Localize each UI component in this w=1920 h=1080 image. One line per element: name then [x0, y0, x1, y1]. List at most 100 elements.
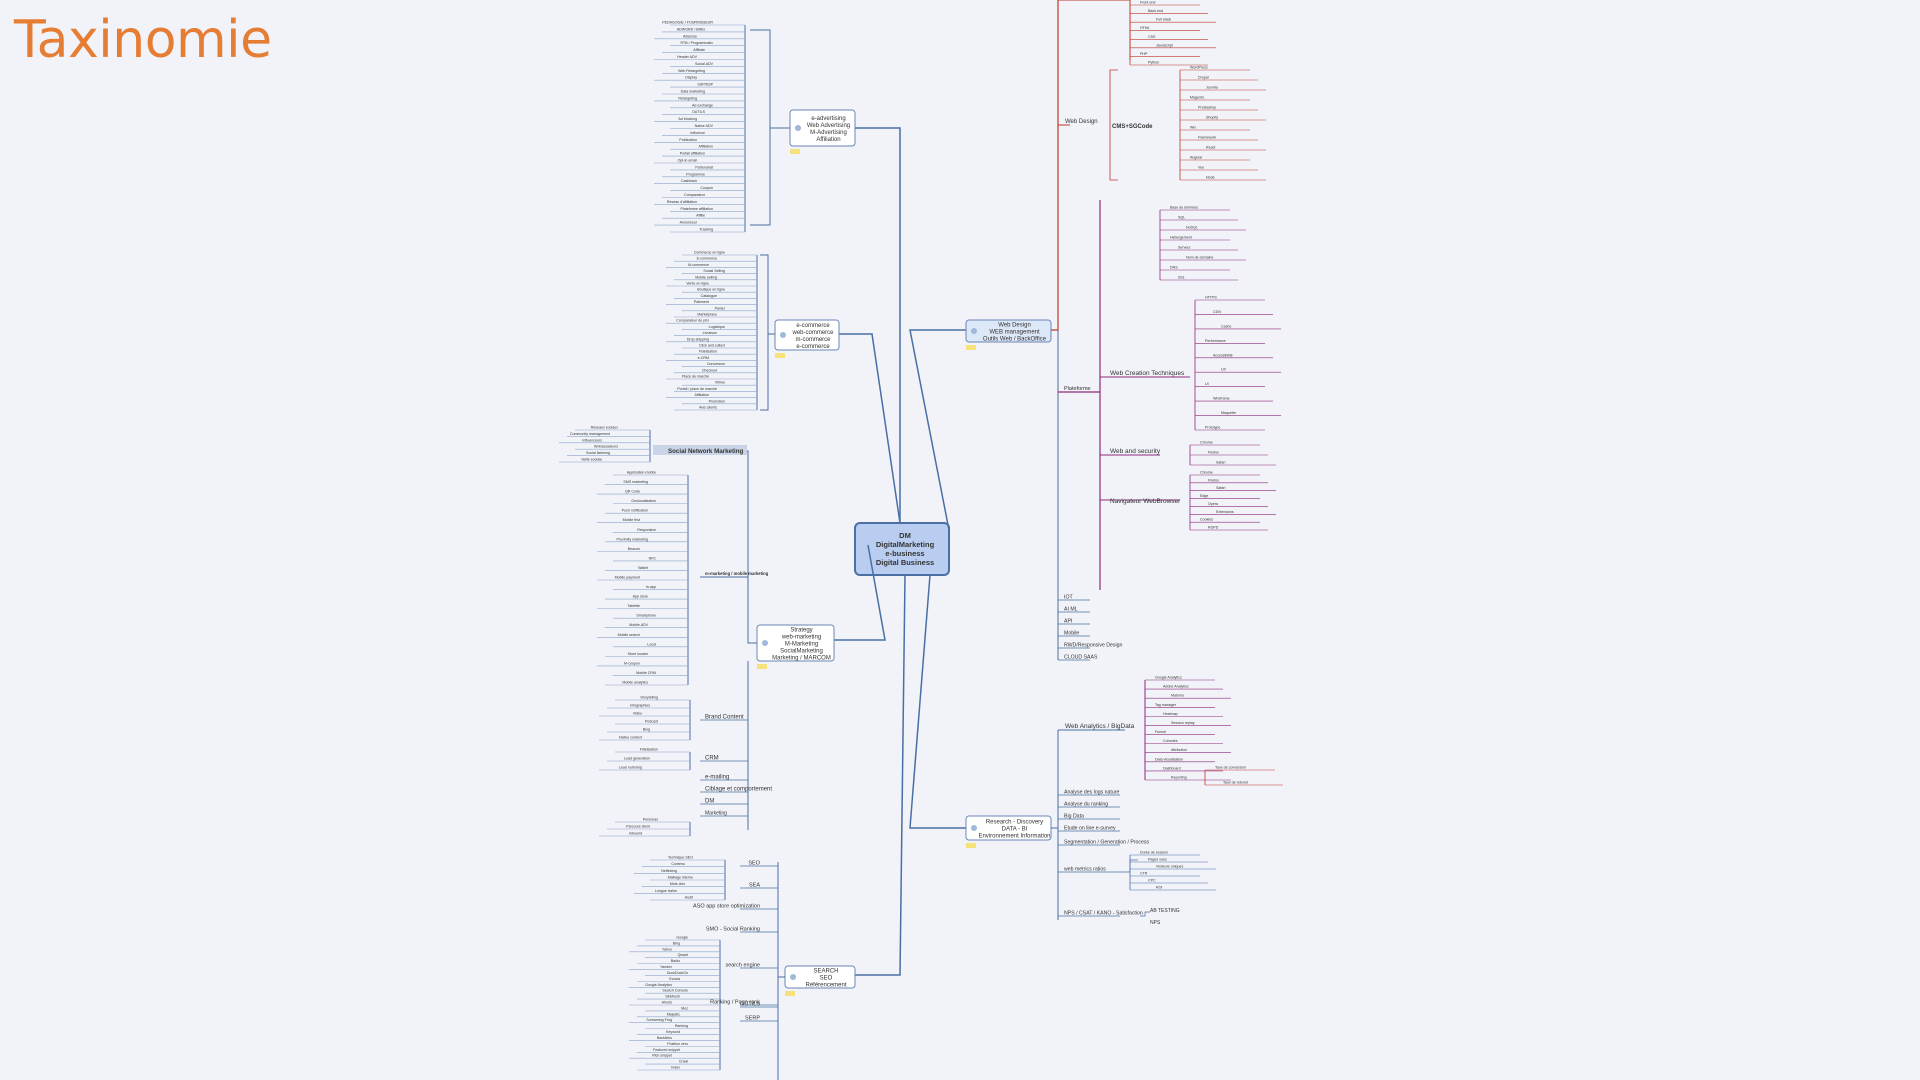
brand-leaf: Vidéo	[633, 712, 642, 716]
com-leaf: Affiliation	[694, 393, 709, 397]
branch-advertising-line: Affiliation	[816, 137, 840, 143]
outilsleaf-leaf: Ahrefs	[662, 1001, 673, 1005]
webtop-leaf: Python	[1148, 61, 1159, 65]
mobile-leaf: Application mobile	[627, 471, 656, 475]
ciblage-label: Ciblage et comportement	[705, 787, 772, 793]
platform-a-leaf: SQL	[1178, 216, 1185, 220]
adv-leaf: RTB / Programmatic	[681, 41, 714, 45]
cloud-label: CLOUD SAAS	[1064, 655, 1098, 661]
analyse-ranking-label: Analyse du ranking	[1064, 802, 1108, 808]
webmid-leaf: Framework	[1198, 136, 1216, 140]
adv-leaf: Affilié	[696, 214, 705, 218]
webmid-leaf: React	[1206, 146, 1215, 150]
com-leaf: Portail / place de marché	[677, 387, 717, 391]
ai-ml-label: AI ML	[1064, 607, 1078, 613]
adv-leaf: Affiliation	[698, 145, 713, 149]
brand-content-label: Brand Content	[705, 715, 744, 721]
com-leaf: Conversion	[707, 362, 725, 366]
browser-leaf: Firefox	[1208, 478, 1219, 482]
api-label: API	[1064, 619, 1072, 625]
outilsleaf-leaf: Yahoo	[662, 947, 672, 951]
adv-bottom-line	[750, 128, 771, 226]
note-icon	[775, 353, 785, 358]
mobile-leaf: NFC	[649, 556, 657, 560]
adv-leaf: Adsense	[683, 34, 697, 38]
aso-label: ASO app store optimization	[693, 904, 760, 910]
adv-leaf: Publication	[679, 138, 697, 142]
brand-leaf: Podcast	[645, 720, 658, 724]
ab-testing-label: AB TESTING	[1150, 908, 1180, 914]
center-label: DM	[899, 531, 911, 540]
branch-commerce-line: e-commerce	[796, 323, 830, 329]
branch-line-strategy	[834, 544, 886, 641]
platform-a-leaf: Hébergement	[1170, 236, 1192, 240]
branch-webdesign-line: Outils Web / BackOffice	[983, 337, 1047, 343]
cms-label: CMS+SGCode	[1112, 124, 1153, 130]
branch-advertising-line: M-Advertising	[810, 130, 847, 136]
branch-strategy-line: Marketing / MARCOM	[772, 656, 831, 662]
analytics-leaf: Heatmap	[1163, 712, 1178, 716]
note-icon	[966, 345, 976, 350]
analytics-leaf: Cohortes	[1163, 739, 1178, 743]
mobile-leaf: QR Code	[625, 490, 640, 494]
mobile-leaf: Mobile ADV	[629, 623, 648, 627]
big-data-label: Big Data	[1064, 814, 1084, 820]
adv-leaf: Data marketing	[681, 90, 705, 94]
adv-leaf: Web Retargeting	[678, 69, 705, 73]
node-icon	[762, 640, 768, 646]
nps-label: NPS	[1150, 920, 1161, 926]
node-icon	[795, 125, 801, 131]
adv-top-line	[750, 29, 790, 129]
branch-analytics-line: Research - Discovery	[986, 820, 1043, 826]
ab-twig	[1140, 911, 1150, 917]
com-leaf: Marketplace	[697, 313, 717, 317]
emailing-label: e-mailing	[705, 775, 729, 781]
mobile-marketing-label: m-marketing / mobile marketing	[705, 571, 769, 576]
com-leaf: Paiement	[694, 300, 709, 304]
browser-leaf: Extensions	[1216, 510, 1234, 514]
platform-b-leaf: Cache	[1221, 324, 1231, 328]
page-title: Taxinomie	[14, 10, 272, 70]
outilsleaf-leaf: Qwant	[678, 953, 688, 957]
social-leaf: Veille sociale	[581, 458, 602, 462]
note-icon	[966, 843, 976, 848]
webmid-leaf: Shopify	[1206, 116, 1218, 120]
plateforme-label: Plateforme	[1064, 386, 1091, 392]
platform-b-leaf: Prototype	[1205, 426, 1220, 430]
center-label: Digital Business	[876, 558, 934, 567]
outilsleaf-leaf: Featured snippet	[653, 1048, 680, 1052]
webtop-leaf: HTML	[1140, 26, 1150, 30]
mobile-leaf: Tablette	[627, 604, 640, 608]
analytics-ext-leaf: Taux de conversion	[1215, 766, 1246, 770]
platform-a-leaf: Base de données	[1170, 206, 1198, 210]
social-line	[740, 450, 757, 644]
browser-leaf: Chrome	[1200, 471, 1213, 475]
smo-label: SMO - Social Ranking	[706, 927, 760, 933]
responsive-label: RWD/Responsive Design	[1064, 643, 1123, 649]
analytics-leaf: Funnel	[1155, 730, 1166, 734]
browser-leaf: RGPD	[1208, 526, 1219, 530]
branch-strategy-line: SocialMarketing	[780, 649, 823, 655]
adv-leaf: OUTILS	[692, 110, 706, 114]
social-network-box	[653, 445, 747, 455]
branch-webdesign-line: Web Design	[998, 323, 1031, 329]
com-leaf: e-CRM	[698, 356, 709, 360]
crmleaf-leaf: Fidélisation	[640, 748, 658, 752]
adv-leaf: Ad exchange	[692, 103, 713, 107]
browser-leaf: Safari	[1216, 486, 1226, 490]
branch-search-line: SEARCH	[813, 969, 838, 975]
mkt-leaf: Inbound	[629, 832, 642, 836]
branch-analytics-line: DATA - BI	[1002, 827, 1028, 833]
dm-label: DM	[705, 799, 714, 805]
center-label: DigitalMarketing	[876, 540, 935, 549]
navigateur-label: Navigateur WebBrowser	[1110, 498, 1181, 505]
adv-leaf: Comparateur	[684, 193, 706, 197]
adv-leaf: Ad blocking	[678, 117, 697, 121]
etude-label: Etude on line e-survey	[1064, 826, 1116, 832]
branch-commerce-line: e-commerce	[796, 344, 830, 350]
com-leaf: M-commerce	[688, 263, 709, 267]
outilsleaf-leaf: Ranking	[675, 1024, 688, 1028]
mobile-leaf: Mobile search	[618, 633, 640, 637]
mobile-leaf: Geolocalisation	[631, 499, 656, 503]
